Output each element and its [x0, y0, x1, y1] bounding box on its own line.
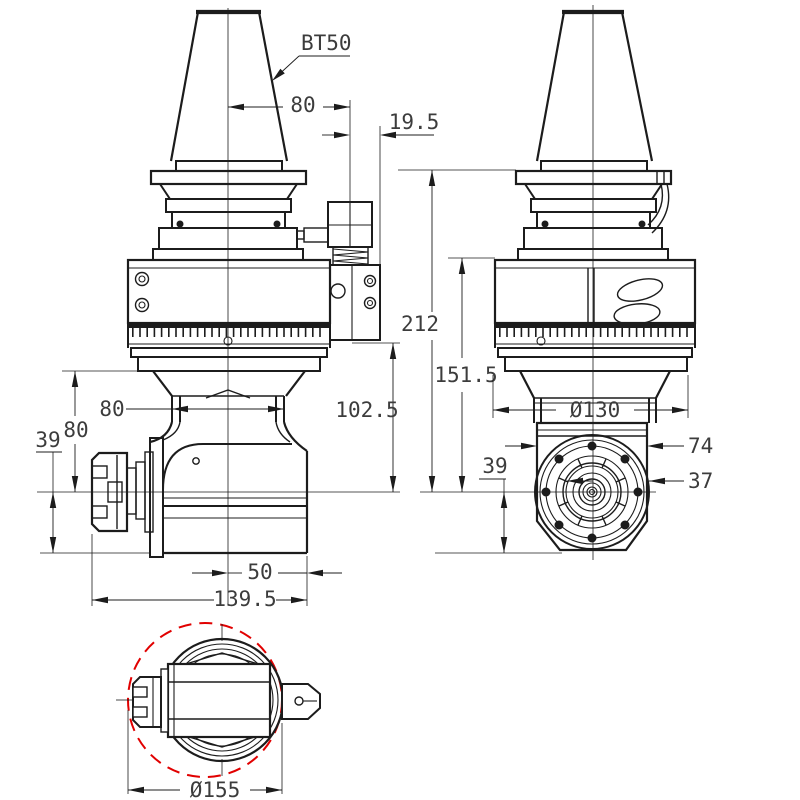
side-flange [514, 169, 673, 261]
front-graduated-ring [127, 323, 331, 372]
dim-text: 139.5 [213, 587, 276, 611]
front-flange [149, 169, 308, 261]
dim-text: 39 [482, 454, 507, 478]
bottom-collet-nut [132, 676, 162, 728]
side-angle-head [534, 421, 650, 552]
body-slot [616, 278, 664, 302]
side-index-mark [536, 336, 546, 346]
dim-overall-length: 139.5 [91, 534, 307, 611]
dim-text: 102.5 [335, 398, 398, 422]
side-main-body [493, 258, 697, 325]
dim-axis-to-bottom-front: 39 [35, 428, 150, 554]
bottom-view: Ø155 [116, 622, 321, 800]
dim-axis-to-face: 50 [192, 556, 342, 606]
dim-head-width: 74 [505, 434, 713, 458]
head-pin-hole [192, 457, 200, 465]
dim-neck-width: 80 [99, 397, 284, 421]
dim-clamp-to-axis: 102.5 [335, 342, 400, 492]
dim-text: 39 [35, 428, 60, 452]
dim-axis-to-bottom-side: 39 [479, 454, 508, 553]
dim-text: 80 [99, 397, 124, 421]
front-angle-head [149, 437, 309, 558]
front-neck [149, 370, 308, 452]
front-main-body [126, 258, 332, 325]
dim-body-top-to-axis: 151.5 [434, 257, 498, 492]
side-dimensions: 212 151.5 Ø130 74 [398, 169, 713, 554]
dim-axis-to-clamp: 80 [228, 93, 351, 202]
dim-text: 74 [688, 434, 713, 458]
dim-text: 151.5 [434, 363, 497, 387]
dim-text: 212 [401, 312, 439, 336]
side-graduated-ring [494, 323, 696, 372]
dim-text: 80 [63, 418, 88, 442]
dim-taper-label: BT50 [272, 31, 352, 81]
taper-label-text: BT50 [301, 31, 352, 55]
side-view [493, 5, 697, 560]
dim-text: 19.5 [389, 110, 440, 134]
dim-body-to-axis: 80 [62, 370, 138, 492]
bottom-stop-block [281, 683, 321, 720]
dim-text: Ø155 [190, 778, 241, 800]
bottom-centerlines [116, 624, 223, 776]
front-taper-cone [169, 9, 289, 172]
dim-text: 50 [247, 560, 272, 584]
front-clamp-assembly [296, 201, 381, 341]
dim-swing-diameter: Ø155 [127, 710, 283, 800]
side-neck [519, 370, 671, 423]
front-dimensions: BT50 80 19.5 10 [35, 31, 439, 611]
dim-flange-to-axis: 212 [398, 169, 516, 492]
dim-text: 37 [688, 469, 713, 493]
dim-spindle-boss: 37 [567, 469, 713, 493]
dim-clamp-overhang: 19.5 [322, 110, 439, 265]
dim-text: Ø130 [570, 398, 621, 422]
side-taper-cone [535, 9, 654, 172]
front-view [90, 8, 381, 604]
front-index-mark [223, 336, 233, 346]
dim-text: 80 [290, 93, 315, 117]
bottom-spindle-housing [155, 662, 272, 739]
clamp-spring [332, 248, 369, 265]
dim-body-diameter: Ø130 [492, 375, 689, 422]
